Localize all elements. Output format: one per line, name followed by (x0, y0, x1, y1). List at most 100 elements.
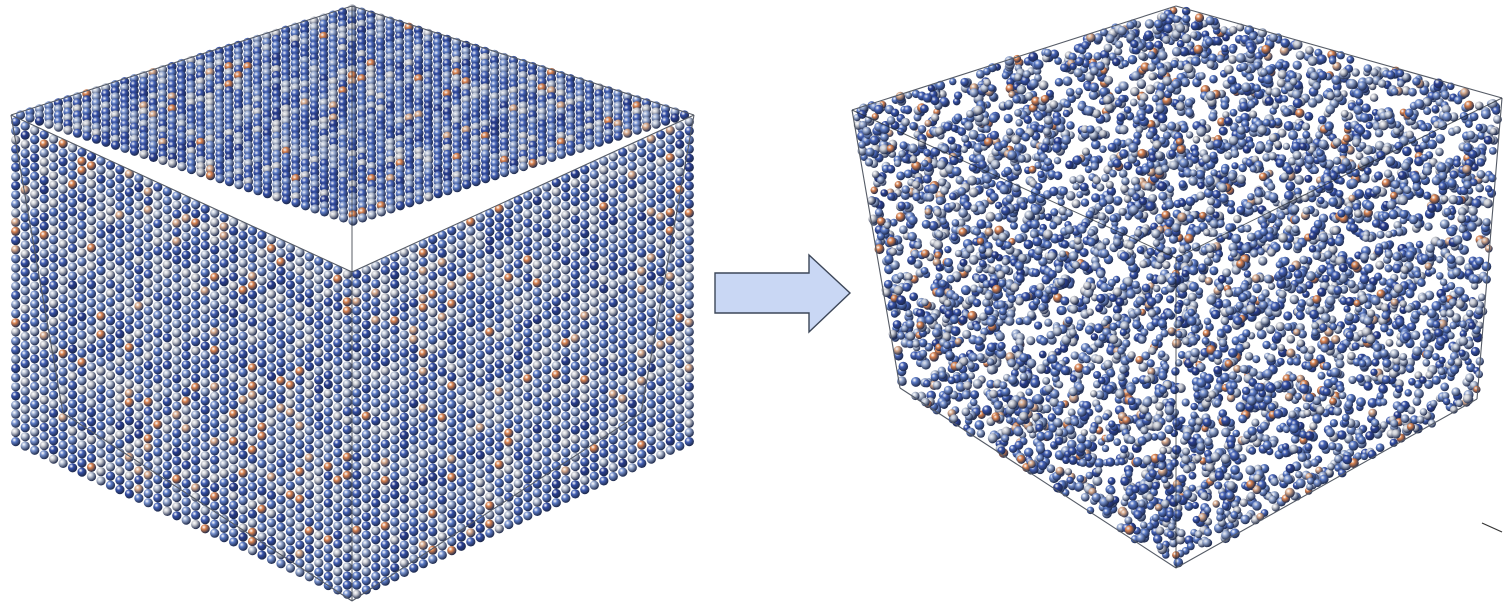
atom (504, 428, 514, 438)
atom (153, 237, 163, 247)
atom (494, 359, 504, 369)
atom (276, 440, 286, 450)
atom (532, 506, 542, 516)
atom (134, 210, 144, 220)
atom (475, 496, 485, 506)
atom (428, 399, 438, 409)
atom (162, 415, 172, 425)
atom (39, 258, 49, 268)
atom (304, 371, 314, 381)
atom (39, 358, 49, 368)
atom (77, 449, 87, 459)
atom (599, 348, 609, 358)
atom (105, 316, 116, 326)
atom (608, 280, 618, 290)
atom (238, 532, 248, 542)
atom (58, 312, 68, 322)
atom (570, 260, 580, 271)
atom (238, 267, 248, 277)
atom (304, 261, 314, 271)
atom (219, 459, 229, 469)
atom (172, 291, 182, 301)
atom (380, 348, 390, 358)
atom (304, 398, 314, 408)
atom (162, 232, 172, 242)
atom (523, 511, 533, 521)
atom (58, 285, 68, 295)
atom (143, 187, 153, 197)
atom (30, 345, 40, 355)
atom (191, 300, 201, 310)
atom (675, 267, 685, 277)
atom (77, 367, 87, 377)
atom (314, 567, 324, 577)
atom (352, 498, 362, 508)
atom (513, 460, 523, 470)
atom (390, 444, 400, 454)
atom (266, 463, 277, 473)
atom (333, 457, 343, 467)
atom (148, 152, 159, 162)
atom (210, 464, 220, 474)
atom (115, 311, 125, 321)
atom (1155, 526, 1165, 536)
atom (181, 369, 191, 379)
atom (447, 399, 457, 409)
atom (627, 335, 637, 345)
atom (314, 421, 324, 431)
atom (523, 337, 533, 347)
atom (243, 183, 254, 193)
atom (323, 389, 333, 399)
atom (1413, 388, 1424, 399)
atom (399, 531, 409, 541)
atom (143, 306, 153, 316)
atom (447, 271, 457, 282)
atom (523, 447, 533, 457)
atom (513, 469, 523, 479)
atom (532, 305, 542, 315)
atom (210, 455, 220, 465)
atom (323, 334, 333, 344)
atom (665, 418, 675, 428)
atom (30, 381, 40, 391)
atom (599, 412, 609, 422)
atom (684, 354, 694, 364)
atom (352, 288, 362, 298)
atom (229, 391, 239, 401)
atom (599, 448, 609, 458)
atom (143, 315, 153, 325)
atom (229, 345, 239, 355)
atom (561, 475, 571, 485)
atom (409, 517, 419, 528)
atom (285, 353, 295, 363)
atom (105, 352, 116, 362)
atom (580, 238, 590, 248)
atom (494, 295, 504, 305)
atom (494, 460, 504, 470)
atom (637, 166, 647, 176)
atom (191, 254, 201, 264)
atom (618, 449, 628, 459)
atom (115, 265, 125, 275)
atom (11, 400, 21, 410)
atom (656, 203, 666, 213)
atom (684, 199, 694, 209)
atom (285, 481, 295, 491)
atom (409, 490, 419, 500)
atom (58, 148, 68, 158)
atom (466, 482, 476, 492)
atom (409, 472, 419, 482)
atom (77, 166, 87, 176)
atom (580, 421, 590, 431)
atom (68, 198, 78, 208)
atom (618, 184, 628, 194)
atom (380, 558, 390, 568)
atom (371, 361, 381, 371)
disordered-structure-cube (851, 5, 1503, 569)
atom (428, 289, 438, 299)
atom (20, 368, 30, 378)
atom (58, 358, 68, 368)
atom (504, 501, 514, 511)
atom (361, 548, 371, 558)
atom (675, 331, 685, 341)
